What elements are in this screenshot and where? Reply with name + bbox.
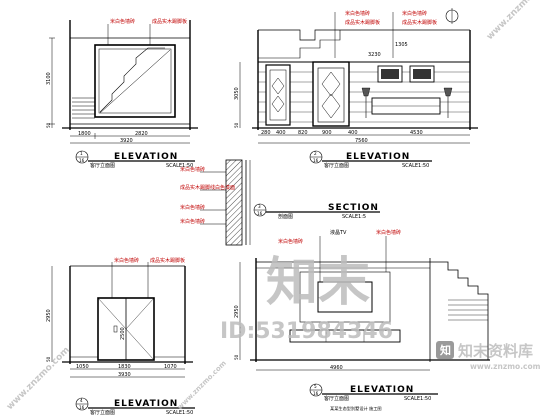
watermark-corner-bm: www.znzmo.com — [176, 359, 228, 411]
elevation-b: 米白色墙砖 成品实木踢脚板 米白色墙砖 成品实木踢脚板 1305 3230 30… — [234, 8, 478, 169]
elev-c-ref: 16 — [79, 405, 85, 410]
section-number: 3 — [258, 204, 261, 209]
svg-text:知: 知 — [439, 343, 451, 357]
elev-a-ref: 16 — [79, 158, 85, 163]
section-detail: 米白色墙砖 成品实木踢脚线白色漆面 米白色墙砖 米白色墙砖 3 16 SECTI… — [180, 159, 380, 246]
callout-s-2: 成品实木踢脚线白色漆面 — [180, 184, 235, 191]
elev-a-number: 1 — [80, 151, 83, 156]
elev-b-heading: ELEVATION — [346, 152, 410, 162]
watermark-id: ID:531984346 — [220, 319, 393, 344]
section-ref: 16 — [257, 211, 263, 216]
dim-c-height: 2950 — [46, 309, 52, 322]
dim-b-2: 400 — [276, 130, 286, 136]
elev-c-caption: 客厅立面图 — [90, 409, 115, 416]
section-scale: SCALE1:5 — [342, 214, 366, 220]
callout-b-2: 成品实木踢脚板 — [345, 19, 380, 26]
footer-note: 某某生态型别墅设计 施工图 — [330, 405, 382, 412]
dim-b-top: 1305 — [395, 42, 408, 48]
callout-b-4: 成品实木踢脚板 — [402, 19, 437, 26]
dim-b-right: 4530 — [410, 130, 423, 136]
section-heading: SECTION — [328, 203, 379, 213]
watermark-corner-bl: www.znzmo.com — [5, 345, 72, 412]
callout-b-1: 米白色墙砖 — [345, 10, 370, 17]
elev-c-scale: SCALE1:50 — [166, 410, 193, 416]
elev-a-scale: SCALE1:50 — [166, 163, 193, 169]
elevation-c: 米白色墙砖 成品实木踢脚板 2950 50 2500 1050 1830 107… — [46, 257, 195, 416]
elev-a-caption: 客厅立面图 — [90, 162, 115, 169]
dim-b-4: 900 — [322, 130, 332, 136]
dim-a-2: 2820 — [135, 131, 148, 137]
elev-d-heading: ELEVATION — [350, 385, 414, 395]
elev-b-number: 2 — [314, 151, 317, 156]
dim-b-height: 3050 — [234, 87, 240, 100]
watermark-brand-large: 知末 — [266, 253, 370, 313]
callout-b-3: 米白色墙砖 — [402, 10, 427, 17]
dim-b-1: 280 — [261, 130, 271, 136]
dim-a-1: 1800 — [78, 131, 91, 137]
dim-a-height: 3100 — [46, 72, 52, 85]
callout-a-1: 米白色墙砖 — [110, 18, 135, 25]
callout-s-1: 米白色墙砖 — [180, 166, 205, 173]
dim-b-3: 820 — [298, 130, 308, 136]
elev-c-heading: ELEVATION — [114, 399, 178, 409]
callout-d-1: 米白色墙砖 — [278, 238, 303, 245]
callout-d-2: 米白色墙砖 — [376, 229, 401, 236]
elevation-a: 米白色墙砖 成品实木踢脚板 3100 50 1800 2820 3920 1 1… — [46, 18, 198, 169]
dim-a-total: 3920 — [120, 138, 133, 144]
elev-d-caption: 客厅立面图 — [324, 395, 349, 402]
dim-b-base: 50 — [234, 122, 239, 128]
dim-d-1: 4960 — [330, 365, 343, 371]
elev-c-number: 4 — [80, 398, 83, 403]
callout-s-4: 米白色墙砖 — [180, 218, 205, 225]
dim-a-base: 50 — [46, 122, 51, 128]
elev-b-caption: 客厅立面图 — [324, 162, 349, 169]
elev-a-heading: ELEVATION — [114, 152, 178, 162]
dim-d-height: 2950 — [234, 305, 240, 318]
watermark-site-url: www.znzmo.com — [470, 362, 541, 371]
dim-c-base: 50 — [46, 356, 51, 362]
watermark-site-name: 知末资料库 — [458, 342, 533, 360]
callout-s-3: 米白色墙砖 — [180, 204, 205, 211]
elev-b-ref: 16 — [313, 158, 319, 163]
tv-label: 液晶TV — [330, 229, 347, 236]
elev-d-number: 5 — [314, 384, 317, 389]
elevation-d: 液晶TV 米白色墙砖 米白色墙砖 2950 50 4960 5 16 ELEVA… — [234, 229, 490, 402]
elev-d-scale: SCALE1:50 — [404, 396, 431, 402]
watermark-logo-icon: 知 — [436, 341, 454, 359]
dim-c-3: 1070 — [164, 364, 177, 370]
dim-c-door: 2500 — [120, 327, 126, 340]
section-caption: 剖面图 — [278, 213, 293, 220]
dim-c-1: 1050 — [76, 364, 89, 370]
dim-d-base: 50 — [234, 354, 239, 360]
dim-b-upper: 3230 — [368, 52, 381, 58]
dim-c-total: 3930 — [118, 372, 131, 378]
dim-b-5: 400 — [348, 130, 358, 136]
callout-c-2: 成品实木踢脚板 — [150, 257, 185, 264]
watermark-corner-tr: www.znzmo.com — [485, 0, 552, 42]
dim-c-2: 1830 — [118, 364, 131, 370]
elev-d-ref: 16 — [313, 391, 319, 396]
dim-b-total: 7560 — [355, 138, 368, 144]
callout-a-2: 成品实木踢脚板 — [152, 18, 187, 25]
elev-b-scale: SCALE1:50 — [402, 163, 429, 169]
callout-c-1: 米白色墙砖 — [114, 257, 139, 264]
